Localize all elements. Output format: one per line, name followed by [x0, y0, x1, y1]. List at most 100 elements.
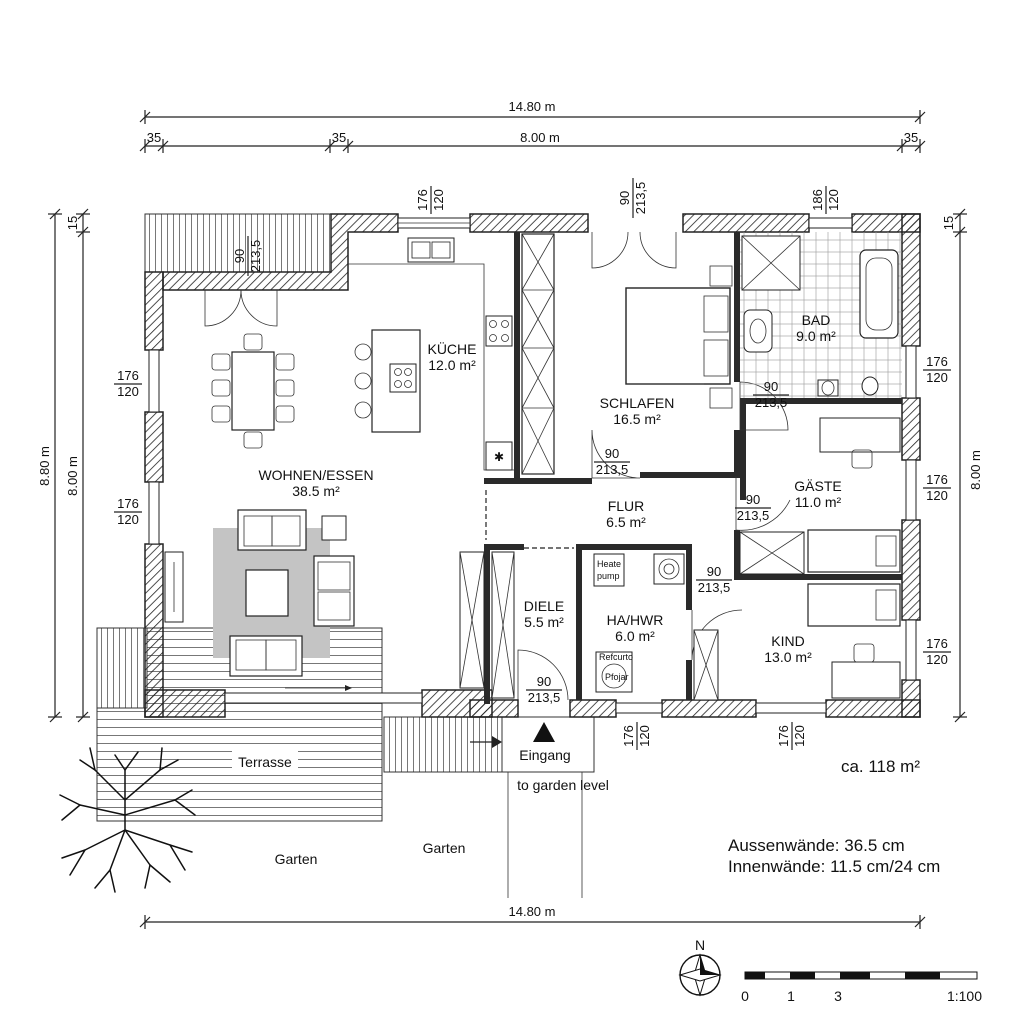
- storage-label-2: Pfojar: [605, 672, 629, 682]
- tree-icon: [59, 747, 196, 893]
- dim-top-left-a: 35: [147, 130, 161, 145]
- room-flur-area: 6.5 m²: [606, 514, 646, 530]
- room-gaeste-name: GÄSTE: [794, 478, 841, 494]
- utility-equipment: [593, 553, 685, 693]
- north-label: N: [695, 937, 705, 953]
- window-left-1-height: 120: [117, 384, 139, 399]
- terrace-label: Terrasse: [238, 754, 292, 770]
- window-right-kind-width: 176: [926, 636, 948, 651]
- dim-right-top: 15: [941, 216, 956, 230]
- window-right-gaeste-height: 120: [926, 488, 948, 503]
- room-gaeste-area: 11.0 m²: [795, 494, 842, 510]
- window-top-height: 120: [431, 189, 446, 211]
- garden-left-label: Garten: [275, 851, 318, 867]
- dim-top-left-b: 35: [332, 130, 346, 145]
- dimension-lines: [48, 110, 967, 929]
- window-bottom-kind-height: 120: [792, 725, 807, 747]
- door-diele-height: 213,5: [528, 690, 561, 705]
- inner-walls-note: Innenwände: 11.5 cm/24 cm: [728, 857, 940, 876]
- scale-ratio: 1:100: [947, 988, 982, 1004]
- door-top-width: 90: [617, 191, 632, 205]
- dim-bottom-total: 14.80 m: [509, 904, 556, 919]
- door-kind-height: 213,5: [698, 580, 731, 595]
- room-hahwr-name: HA/HWR: [607, 612, 664, 628]
- storage-label-1: Refcurto: [599, 652, 633, 662]
- window-left-2-height: 120: [117, 512, 139, 527]
- scale-1: 1: [787, 988, 795, 1004]
- dim-left-top: 15: [65, 216, 80, 230]
- diele-wardrobe: [491, 551, 515, 699]
- door-schlafen-width: 90: [605, 446, 619, 461]
- bathroom-fixtures: [740, 232, 902, 398]
- window-left-2-width: 176: [117, 496, 139, 511]
- wardrobe: [521, 233, 555, 475]
- dim-right-inner: 8.00 m: [968, 450, 983, 490]
- window-right-gaeste-width: 176: [926, 472, 948, 487]
- terrace-label-bg: [232, 751, 298, 771]
- door-gaeste-width: 90: [746, 492, 760, 507]
- entrance-label: Eingang: [519, 747, 570, 763]
- opening-labels: 176 120 90 213,5 186 120 90 213,5 176 12…: [114, 178, 951, 750]
- window-right-kind-height: 120: [926, 652, 948, 667]
- door-wohnen-height: 213,5: [248, 240, 263, 273]
- double-bed: [625, 265, 733, 409]
- room-hahwr-area: 6.0 m²: [615, 628, 655, 644]
- outer-walls-note: Aussenwände: 36.5 cm: [728, 836, 905, 855]
- balcony-top: [144, 213, 332, 273]
- terrace-deck-side-slats: [96, 627, 148, 709]
- child-room-furniture: [693, 583, 901, 701]
- window-bottom-ha-width: 176: [621, 725, 636, 747]
- room-kind-name: KIND: [771, 633, 804, 649]
- room-kueche-name: KÜCHE: [427, 340, 476, 357]
- window-bottom-kind-width: 176: [776, 725, 791, 747]
- room-schlafen-area: 16.5 m²: [613, 411, 661, 427]
- door-diele-width: 90: [537, 674, 551, 689]
- dining-table: [211, 333, 295, 449]
- heat-pump-label-2: pump: [597, 571, 620, 581]
- dim-top-total: 14.80 m: [509, 99, 556, 114]
- room-bad-area: 9.0 m²: [796, 328, 836, 344]
- window-right-bad-width: 176: [926, 354, 948, 369]
- window-right-bad-height: 120: [926, 370, 948, 385]
- garden-level-label: to garden level: [517, 777, 609, 793]
- dim-top-right: 35: [904, 130, 918, 145]
- door-gaeste-height: 213,5: [737, 508, 770, 523]
- scale-0: 0: [741, 988, 749, 1004]
- room-diele-area: 5.5 m²: [524, 614, 564, 630]
- kitchen-furniture: ✱: [348, 237, 514, 471]
- door-bad-width: 90: [764, 379, 778, 394]
- room-wohnen-area: 38.5 m²: [292, 483, 340, 499]
- window-left-1-width: 176: [117, 368, 139, 383]
- heat-pump-label-1: Heate: [597, 559, 621, 569]
- door-schlafen-height: 213,5: [596, 462, 629, 477]
- room-diele-name: DIELE: [524, 598, 564, 614]
- dim-left-inner: 8.00 m: [65, 456, 80, 496]
- svg-text:✱: ✱: [494, 450, 504, 464]
- room-kueche-area: 12.0 m²: [428, 357, 476, 373]
- room-bad-name: BAD: [802, 312, 831, 328]
- dim-top-inner: 8.00 m: [520, 130, 560, 145]
- window-bottom-ha-height: 120: [637, 725, 652, 747]
- entrance-arrow-head: [492, 736, 502, 748]
- door-bad-height: 213,5: [755, 395, 788, 410]
- room-flur-name: FLUR: [608, 498, 645, 514]
- scale-3: 3: [834, 988, 842, 1004]
- door-kind-width: 90: [707, 564, 721, 579]
- entrance-steps: [383, 716, 503, 773]
- guest-room-furniture: [739, 417, 901, 575]
- window-top-width: 176: [415, 189, 430, 211]
- window-bad-width: 186: [810, 189, 825, 211]
- room-kind-area: 13.0 m²: [764, 649, 812, 665]
- walls: [144, 213, 921, 718]
- room-schlafen-name: SCHLAFEN: [600, 395, 675, 411]
- entrance-triangle-icon: [533, 722, 555, 742]
- living-furniture: [164, 509, 485, 689]
- window-bad-height: 120: [826, 189, 841, 211]
- garden-right-label: Garten: [423, 840, 466, 856]
- door-wohnen-width: 90: [232, 249, 247, 263]
- scale-bar: [744, 971, 978, 980]
- windows: [148, 217, 917, 714]
- room-wohnen-name: WOHNEN/ESSEN: [258, 467, 373, 483]
- dim-left-outer: 8.80 m: [37, 446, 52, 486]
